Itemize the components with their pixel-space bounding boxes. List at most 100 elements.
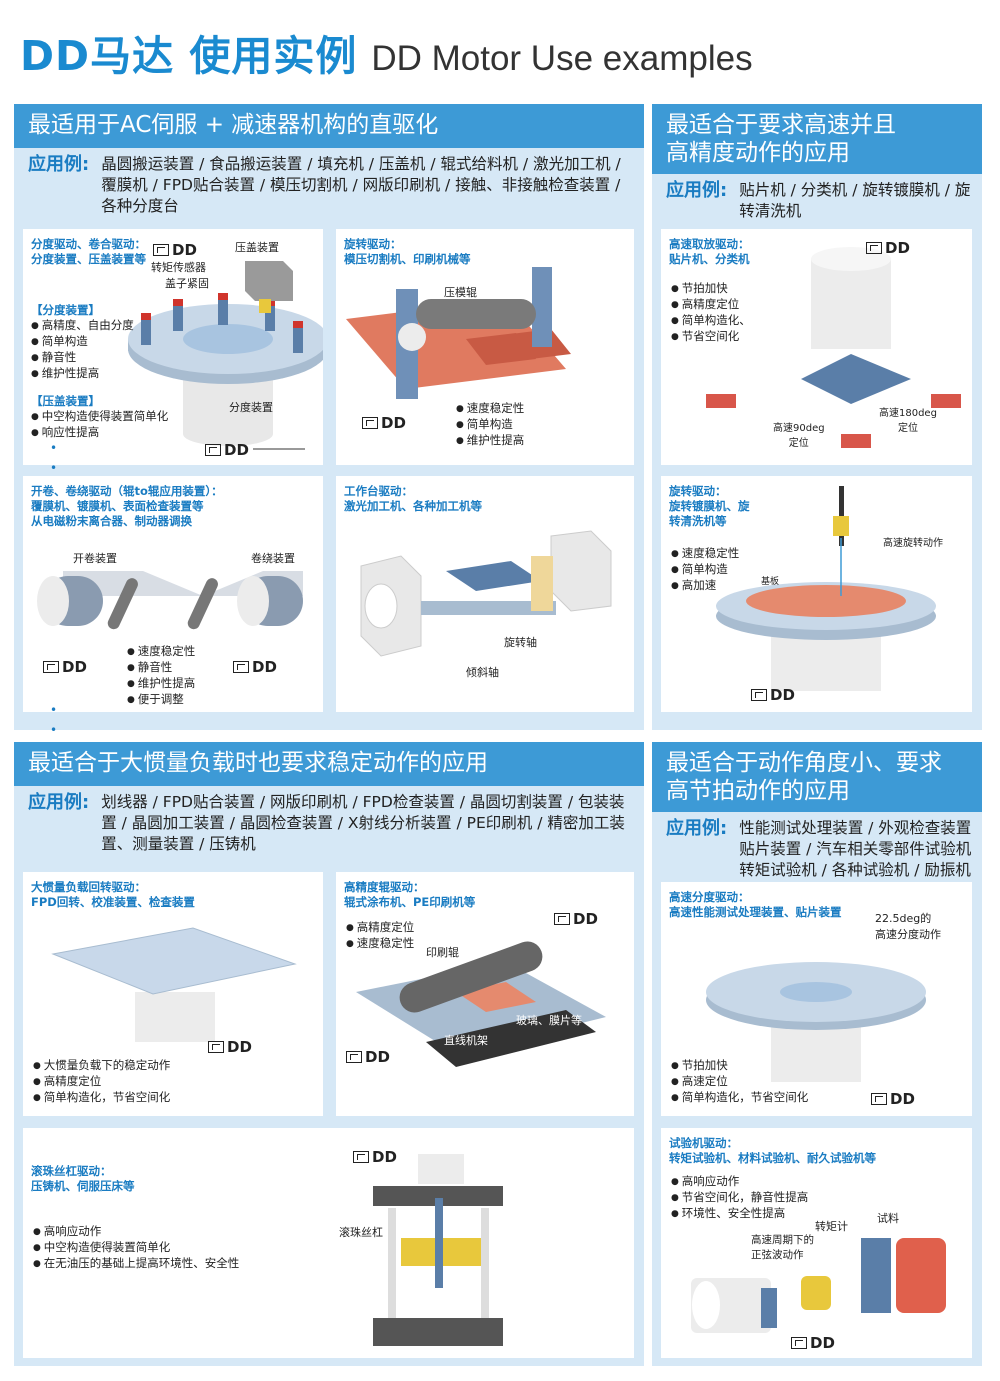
- panel-high-speed-index: 高速分度驱动： 高速性能测试处理装置、贴片装置 22.5deg的 高速分度动作 …: [661, 882, 972, 1116]
- applications-text: 晶圆搬运装置 / 食品搬运装置 / 填充机 / 压盖机 / 辊式给料机 / 激光…: [101, 155, 621, 215]
- dd-logo: DD: [871, 1090, 915, 1108]
- title-cn: DD马达 使用实例: [20, 32, 358, 80]
- label-rotation-axis: 旋转轴: [504, 636, 537, 649]
- spin-coater-illustration: [716, 486, 936, 691]
- group-title-cap: 【压盖装置】: [31, 394, 100, 408]
- panel-heading: 滚珠丝杠驱动： 压铸机、伺服压床等: [31, 1164, 135, 1193]
- label-90deg: 高速90deg 定位: [773, 423, 825, 449]
- label-substrate: 基板: [761, 577, 780, 587]
- applications-text: 划线器 / FPD贴合装置 / 网版印刷机 / FPD检查装置 / 晶圆切割装置…: [101, 793, 625, 853]
- panel-heading: 开卷、卷绕驱动（辊to辊应用装置）： 覆膜机、镀膜机、表面检查装置等 从电磁粉末…: [31, 484, 223, 528]
- panel-table-drive: 工作台驱动： 激光加工机、各种加工机等 旋转轴 倾斜轴: [336, 476, 634, 712]
- applications-label: 应用例:: [666, 180, 728, 201]
- label-wind: 卷绕装置: [251, 552, 295, 565]
- panel-ball-screw: 滚珠丝杠驱动： 压铸机、伺服压床等 高响应动作中空构造使得装置简单化在无油压的基…: [23, 1128, 634, 1358]
- panel-large-inertia-rotation: 大惯量负载回转驱动： FPD回转、校准装置、检查装置 DD 大惯量负载下的稳定动…: [23, 872, 323, 1116]
- section-large-inertia: 最适合于大惯量负载时也要求稳定动作的应用 应用例: 划线器 / FPD贴合装置 …: [14, 742, 644, 1366]
- roll-coater-illustration: [356, 941, 606, 1067]
- label-linear-stage: 直线机架: [444, 1034, 488, 1047]
- tilt-table-illustration: [360, 530, 612, 657]
- label-22.5deg: 22.5deg的 高速分度动作: [875, 912, 941, 941]
- index-table-illustration: [128, 261, 323, 450]
- die-cut-illustration: [346, 267, 571, 399]
- label-glass-film: 玻璃、膜片等: [516, 1014, 582, 1027]
- panel-heading: 高速分度驱动： 高速性能测试处理装置、贴片装置: [669, 890, 842, 919]
- dots: ••: [50, 441, 58, 475]
- label-unwind: 开卷装置: [73, 552, 117, 565]
- applications-text: 贴片机 / 分类机 / 旋转镀膜机 / 旋转清洗机: [739, 181, 971, 220]
- panel-heading: 试验机驱动： 转矩试验机、材料试验机、耐久试验机等: [669, 1136, 876, 1165]
- dd-logo: DD: [554, 910, 598, 928]
- label-tilt-axis: 倾斜轴: [466, 666, 499, 679]
- label-index-device: 分度装置: [229, 401, 273, 414]
- die-cast-illustration: [373, 1154, 503, 1346]
- label-high-speed-rotation: 高速旋转动作: [883, 538, 943, 549]
- bullets-test: 高响应动作节省空间化，静音性提高环境性、安全性提高: [671, 1174, 809, 1222]
- label-cap-device: 压盖装置: [235, 241, 279, 254]
- applications-label: 应用例:: [666, 818, 728, 839]
- panel-rotary-drive: 旋转驱动： 模压切割机、印刷机械等 压模辊 DD 速度稳定性简单构造维护性提高: [336, 229, 634, 465]
- bullets-rotary: 速度稳定性简单构造维护性提高: [456, 401, 525, 449]
- label-torque-meter: 转矩计: [815, 1220, 848, 1233]
- bullets-cap: 中空构造使得装置简单化响应性提高: [31, 409, 169, 441]
- panel-heading: 旋转驱动： 模压切割机、印刷机械等: [344, 237, 471, 266]
- section-high-speed: 最适合于要求高速并且 高精度动作的应用 应用例: 贴片机 / 分类机 / 旋转镀…: [652, 104, 982, 730]
- label-specimen: 试料: [877, 1212, 899, 1225]
- bullets-spin: 速度稳定性简单构造高加速: [671, 546, 740, 594]
- label-180deg: 高速180deg 定位: [879, 408, 937, 434]
- pick-place-illustration: [706, 247, 961, 448]
- dots: ••: [50, 703, 58, 737]
- panel-heading: 高速取放驱动： 贴片机、分类机: [669, 237, 750, 266]
- dd-logo: DD: [208, 1038, 252, 1056]
- panel-index-drive: 分度驱动、卷合驱动： 分度装置、压盖装置等 DD DD 压盖装置: [23, 229, 323, 465]
- dd-logo: DD: [791, 1334, 835, 1352]
- test-rig-illustration: [691, 1238, 946, 1333]
- section-heading: 最适用于AC伺服 + 减速器机构的直驱化: [14, 104, 644, 148]
- group-title-index: 【分度装置】: [31, 303, 100, 317]
- dd-logo: DD: [346, 1048, 390, 1066]
- title-en: DD Motor Use examples: [371, 39, 753, 78]
- panel-test-machine: 试验机驱动： 转矩试验机、材料试验机、耐久试验机等 高响应动作节省空间化，静音性…: [661, 1128, 972, 1358]
- panel-heading: 工作台驱动： 激光加工机、各种加工机等: [344, 484, 482, 513]
- dd-logo: DD: [205, 441, 249, 459]
- dd-logo: DD: [362, 414, 406, 432]
- dd-logo: DD: [233, 658, 277, 676]
- bullets-roll-drive: 高精度定位速度稳定性: [346, 920, 415, 952]
- applications-label: 应用例:: [28, 792, 90, 813]
- fpd-table-illustration: [51, 927, 297, 1042]
- applications: 应用例: 晶圆搬运装置 / 食品搬运装置 / 填充机 / 压盖机 / 辊式给料机…: [14, 148, 644, 217]
- page-title: DD马达 使用实例 DD Motor Use examples: [20, 22, 753, 82]
- applications-text: 性能测试处理装置 / 外观检查装置 贴片装置 / 汽车相关零部件试验机 转矩试验…: [739, 819, 972, 879]
- label-print-roll: 印刷辊: [426, 946, 459, 959]
- applications: 应用例: 划线器 / FPD贴合装置 / 网版印刷机 / FPD检查装置 / 晶…: [14, 786, 644, 855]
- applications: 应用例: 性能测试处理装置 / 外观检查装置 贴片装置 / 汽车相关零部件试验机…: [652, 812, 982, 881]
- bullets-index-drive: 节拍加快高速定位简单构造化，节省空间化: [671, 1058, 809, 1106]
- panel-spin-coater: 旋转驱动： 旋转镀膜机、旋 转清洗机等 速度稳定性简单构造高加速 高速旋转动作 …: [661, 476, 972, 712]
- panel-heading: 高精度辊驱动： 辊式涂布机、PE印刷机等: [344, 880, 476, 909]
- bullets-ball-screw: 高响应动作中空构造使得装置简单化在无油压的基础上提高环境性、安全性: [33, 1224, 240, 1272]
- label-sine-motion: 高速周期下的 正弦波动作: [751, 1234, 814, 1261]
- label-ball-screw: 滚珠丝杠: [339, 1226, 383, 1239]
- bullets-roll: 速度稳定性静音性 维护性提高便于调整: [127, 644, 196, 708]
- dd-logo: DD: [866, 239, 910, 257]
- dd-logo: DD: [751, 686, 795, 704]
- panel-heading: 旋转驱动： 旋转镀膜机、旋 转清洗机等: [669, 484, 750, 528]
- roll-to-roll-illustration: [37, 571, 303, 630]
- panel-heading: 大惯量负载回转驱动： FPD回转、校准装置、检查装置: [31, 880, 195, 909]
- panel-pick-place: 高速取放驱动： 贴片机、分类机 DD 节拍加快高精度定位 简单构造化、节省空间化…: [661, 229, 972, 465]
- panel-precision-roll: 高精度辊驱动： 辊式涂布机、PE印刷机等 高精度定位速度稳定性 印刷辊 玻璃、膜…: [336, 872, 634, 1116]
- section-heading: 最适合于要求高速并且 高精度动作的应用: [652, 104, 982, 174]
- bullets-index: 高精度、自由分度简单构造 静音性维护性提高: [31, 318, 134, 382]
- dd-logo: DD: [43, 658, 87, 676]
- label-torque-sensor: 转矩传感器: [151, 261, 206, 274]
- label-die-roll: 压模辊: [444, 286, 477, 299]
- panel-heading: 分度驱动、卷合驱动： 分度装置、压盖装置等: [31, 237, 146, 266]
- bullets-pick: 节拍加快高精度定位 简单构造化、节省空间化: [671, 281, 751, 345]
- label-lid: 盖子紧固: [165, 277, 209, 290]
- dd-logo: DD: [353, 1148, 397, 1166]
- applications-label: 应用例:: [28, 154, 90, 175]
- section-heading: 最适合于大惯量负载时也要求稳定动作的应用: [14, 742, 644, 786]
- bullets-inertia: 大惯量负载下的稳定动作高精度定位简单构造化，节省空间化: [33, 1058, 171, 1106]
- applications: 应用例: 贴片机 / 分类机 / 旋转镀膜机 / 旋转清洗机: [652, 174, 982, 222]
- section-heading: 最适合于动作角度小、要求 高节拍动作的应用: [652, 742, 982, 812]
